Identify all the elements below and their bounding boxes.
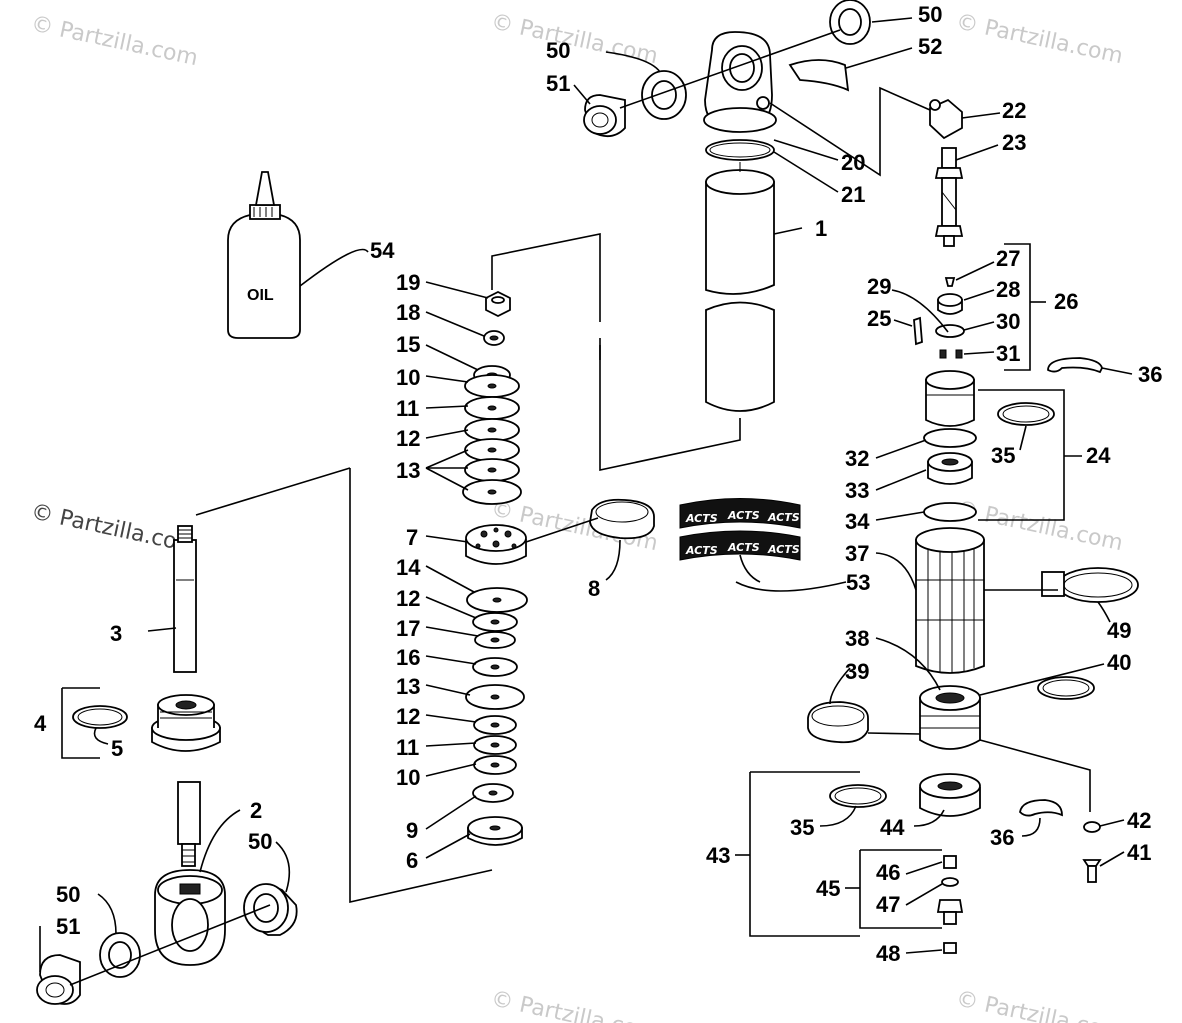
callout-36-lower: 36 [990, 825, 1014, 850]
callout-3: 3 [110, 621, 122, 646]
callout-21: 21 [841, 182, 865, 207]
callout-9: 9 [406, 818, 418, 843]
callout-40: 40 [1107, 650, 1131, 675]
callout-12-upper: 12 [396, 426, 420, 451]
callout-30: 30 [996, 309, 1020, 334]
decal-text-3: ACTS [767, 511, 800, 524]
callout-24: 24 [1086, 443, 1111, 468]
callout-44: 44 [880, 815, 905, 840]
callout-7: 7 [406, 525, 418, 550]
callout-33: 33 [845, 478, 869, 503]
watermark-bottom-center: © Partzilla.com [489, 986, 660, 1023]
callout-28: 28 [996, 277, 1020, 302]
callout-19: 19 [396, 270, 420, 295]
piston-rod-assembly [36, 525, 298, 1005]
callout-8: 8 [588, 576, 600, 601]
callout-47: 47 [876, 892, 900, 917]
callout-5: 5 [111, 736, 123, 761]
callout-31: 31 [996, 341, 1020, 366]
callout-1: 1 [815, 216, 827, 241]
callout-11-lower: 11 [396, 735, 419, 760]
callout-41: 41 [1127, 840, 1151, 865]
callout-49: 49 [1107, 618, 1131, 643]
callout-10-upper: 10 [396, 365, 420, 390]
callout-35-lower: 35 [790, 815, 814, 840]
piston-valve-stack [462, 290, 655, 846]
callout-51-bottom: 51 [56, 914, 80, 939]
reservoir-assembly [807, 98, 1139, 954]
callout-12-lower: 12 [396, 704, 420, 729]
watermark-top-center: © Partzilla.com [489, 9, 660, 69]
decal-band: ACTS ACTS ACTS ACTS ACTS ACTS [679, 498, 801, 561]
callout-50-top-right: 50 [918, 2, 942, 27]
watermark-top-left: © Partzilla.com [29, 11, 200, 71]
callout-22: 22 [1002, 98, 1026, 123]
callout-23: 23 [1002, 130, 1026, 155]
callout-6: 6 [406, 848, 418, 873]
oil-label: OIL [247, 287, 274, 304]
decal-text-1: ACTS [685, 512, 718, 525]
callout-34: 34 [845, 509, 870, 534]
callout-50-bottom-right: 50 [248, 829, 272, 854]
callout-2: 2 [250, 798, 262, 823]
callout-27: 27 [996, 246, 1020, 271]
callout-12-middle: 12 [396, 586, 420, 611]
callout-13-upper: 13 [396, 458, 420, 483]
callout-16: 16 [396, 645, 420, 670]
callout-53: 53 [846, 570, 870, 595]
callout-45: 45 [816, 876, 840, 901]
callout-11-upper: 11 [396, 396, 419, 421]
callout-15: 15 [396, 332, 420, 357]
callout-52: 52 [918, 34, 942, 59]
callout-14: 14 [396, 555, 421, 580]
callout-20: 20 [841, 150, 865, 175]
callout-17: 17 [396, 616, 420, 641]
callout-25: 25 [867, 306, 891, 331]
decal-text-6: ACTS [767, 543, 800, 556]
watermark-top-right: © Partzilla.com [954, 9, 1125, 69]
shock-body [583, 0, 871, 412]
callout-38: 38 [845, 626, 869, 651]
callout-37: 37 [845, 541, 869, 566]
callout-29: 29 [867, 274, 891, 299]
oil-bottle: OIL [227, 171, 301, 339]
callout-10-lower: 10 [396, 765, 420, 790]
callout-50-top-left: 50 [546, 38, 570, 63]
callout-18: 18 [396, 300, 420, 325]
callout-4: 4 [34, 711, 47, 736]
decal-text-5: ACTS [727, 541, 760, 554]
callout-35-upper: 35 [991, 443, 1015, 468]
callout-43: 43 [706, 843, 730, 868]
decal-text-4: ACTS [685, 544, 718, 557]
callout-48: 48 [876, 941, 900, 966]
callout-26: 26 [1054, 289, 1078, 314]
callout-32: 32 [845, 446, 869, 471]
callout-54: 54 [370, 238, 395, 263]
callout-46: 46 [876, 860, 900, 885]
decal-text-2: ACTS [727, 509, 760, 522]
callout-labels: 1 2 3 4 5 6 7 8 9 10 10 11 11 12 12 12 1… [34, 2, 1162, 966]
watermark-bottom-right: © Partzilla.com [954, 986, 1125, 1023]
callout-51-top: 51 [546, 71, 570, 96]
callout-39: 39 [845, 659, 869, 684]
callout-50-bottom-left: 50 [56, 882, 80, 907]
callout-36-upper: 36 [1138, 362, 1162, 387]
callout-42: 42 [1127, 808, 1151, 833]
callout-13-lower: 13 [396, 674, 420, 699]
leader-lines [39, 17, 1133, 972]
